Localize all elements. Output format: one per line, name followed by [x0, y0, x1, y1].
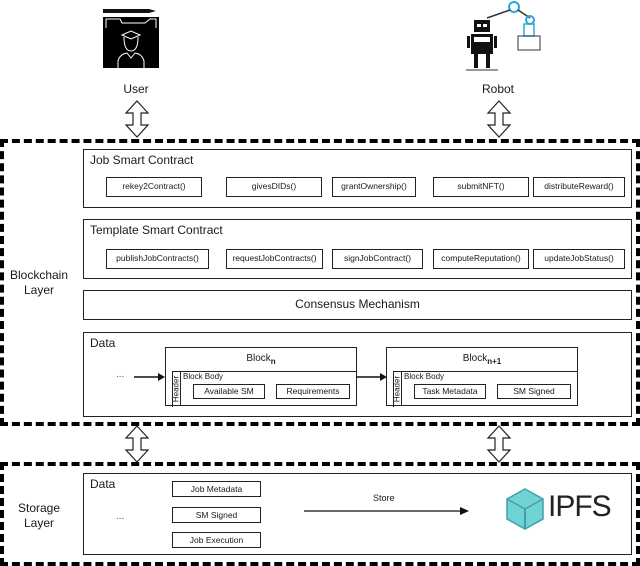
robot-icon — [466, 1, 541, 71]
fn-rekey2contract: rekey2Contract() — [106, 177, 202, 197]
fn-computereputation: computeReputation() — [433, 249, 529, 269]
consensus-label: Consensus Mechanism — [295, 297, 420, 311]
fn-givesdids: givesDIDs() — [226, 177, 322, 197]
block-n-item: Available SM — [193, 384, 265, 399]
consensus-mechanism: Consensus Mechanism — [83, 290, 632, 320]
robot-label: Robot — [481, 82, 515, 96]
block-n1-title: Blockn+1 — [462, 353, 502, 366]
fn-grantownership: grantOwnership() — [332, 177, 416, 197]
fn-publishjobcontracts: publishJobContracts() — [106, 249, 209, 269]
storage-item-sm-signed: SM Signed — [172, 507, 261, 523]
arrow-block-n-to-n1 — [356, 373, 387, 381]
block-n1-item: SM Signed — [497, 384, 571, 399]
block-n1-header: Header — [393, 371, 402, 406]
storage-data-ellipsis: ... — [116, 511, 125, 522]
fn-requestjobcontracts: requestJobContracts() — [226, 249, 323, 269]
store-arrow — [304, 507, 469, 515]
block-n-title: Blockn — [246, 353, 276, 366]
block-n-item: Requirements — [276, 384, 350, 399]
user-label: User — [123, 82, 149, 96]
blockchain-layer-label: Blockchain Layer — [9, 268, 69, 297]
storage-item-job-metadata: Job Metadata — [172, 481, 261, 497]
fn-signjobcontract: signJobContract() — [332, 249, 423, 269]
storage-layer — [0, 462, 640, 566]
blockchain-data-title: Data — [90, 336, 116, 350]
storage-data-title: Data — [90, 477, 116, 491]
user-blockchain-arrow — [124, 100, 150, 138]
block-n-header: Header — [172, 371, 181, 406]
block-n: Blockn Header Block Body Available SM Re… — [165, 347, 357, 407]
block-n1: Blockn+1 Header Block Body Task Metadata… — [386, 347, 578, 407]
blockchain-data-ellipsis: ... — [116, 369, 125, 380]
ipfs-label: IPFS — [548, 490, 612, 523]
block-n1-item: Task Metadata — [414, 384, 486, 399]
robot-actor — [462, 0, 552, 76]
blockchain-storage-arrow-right — [486, 425, 512, 463]
store-label: Store — [373, 493, 395, 503]
job-smart-contract-title: Job Smart Contract — [90, 153, 194, 167]
fn-updatejobstatus: updateJobStatus() — [533, 249, 625, 269]
fn-submitnft: submitNFT() — [433, 177, 529, 197]
user-actor — [100, 6, 170, 76]
arrow-to-block-n — [134, 373, 165, 381]
user-icon — [103, 9, 159, 68]
template-smart-contract-title: Template Smart Contract — [90, 223, 223, 237]
block-n1-body-label: Block Body — [404, 372, 445, 381]
ipfs-cube-icon — [506, 488, 544, 530]
fn-distributereward: distributeReward() — [533, 177, 625, 197]
blockchain-storage-arrow-left — [124, 425, 150, 463]
block-n-body-label: Block Body — [183, 372, 224, 381]
storage-item-job-execution: Job Execution — [172, 532, 261, 548]
robot-blockchain-arrow — [486, 100, 512, 138]
blockchain-layer — [0, 139, 640, 426]
storage-layer-label: Storage Layer — [17, 501, 61, 530]
